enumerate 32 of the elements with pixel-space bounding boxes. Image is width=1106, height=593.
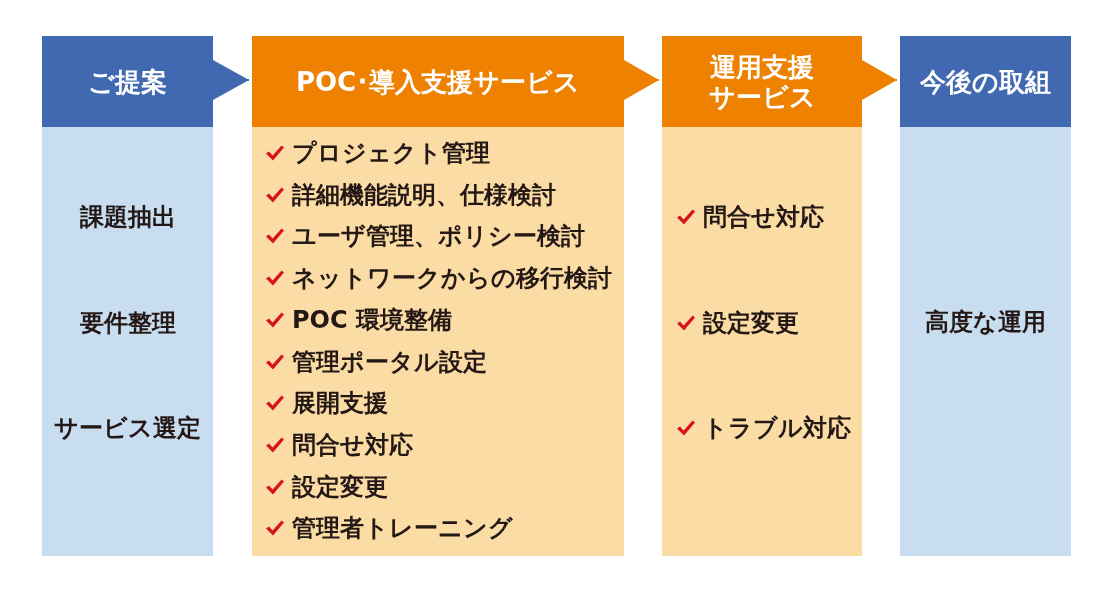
column-panel [662,127,862,556]
arrow [623,60,660,100]
column-panel [900,127,1071,556]
item-text: 高度な運用 [925,307,1046,337]
header-title: 運用支援サービス [707,51,817,112]
item-text: プロジェクト管理 [292,138,490,168]
header-box [252,36,624,127]
item-text: 課題抽出 [79,202,176,232]
item-text: ユーザ管理、ポリシー検討 [292,221,585,252]
column-panel [252,127,624,556]
header-box [900,36,1071,127]
header-title: ご提案 [88,66,167,97]
item-text: サービス選定 [54,413,201,443]
item-text: 詳細機能説明、仕様検討 [292,179,556,210]
arrow [212,60,250,100]
item-text: 問合せ対応 [703,202,824,232]
item-text: 要件整理 [79,307,176,338]
arrow [861,60,898,100]
item-text: 展開支援 [292,388,388,419]
header-box [42,36,213,127]
item-text: 設定変更 [703,307,799,338]
header-box [662,36,862,127]
item-text: 問合せ対応 [292,429,413,460]
header-title: 今後の取組 [920,66,1051,97]
item-text: トラブル対応 [703,413,851,443]
header-title: POC･導入支援サービス [295,66,581,97]
item-text: 管理ポータル設定 [292,346,487,377]
item-text: 設定変更 [292,471,388,502]
item-text: ネットワークからの移行検討 [292,263,612,294]
item-text: POC 環境整備 [292,304,452,335]
item-text: 管理者トレーニング [292,513,513,544]
column-panel [42,127,213,556]
